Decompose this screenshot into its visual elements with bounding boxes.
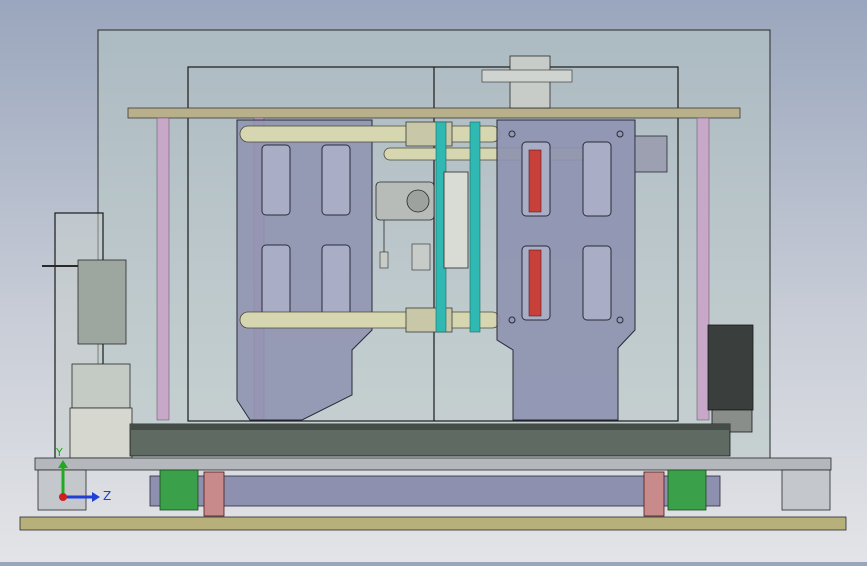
clamp-left [203, 471, 225, 517]
red-slot-upper [528, 149, 542, 213]
center-housing [443, 171, 469, 269]
window-right-2 [582, 141, 612, 217]
triad-z-label: Z [103, 489, 111, 503]
window-right-4 [582, 245, 612, 321]
pillar-right [696, 117, 710, 421]
left-motor-base [69, 407, 133, 459]
bolt-2 [616, 130, 624, 138]
left-frame-plate [236, 119, 373, 421]
window-left-4 [321, 244, 351, 316]
red-slot-lower [528, 249, 542, 317]
side-box [634, 135, 668, 173]
probe-left [379, 251, 389, 269]
left-motor [77, 259, 127, 345]
triad-x-axis [59, 493, 67, 501]
pillar-left [156, 117, 170, 421]
gearmotor-hub [406, 189, 430, 213]
triad-z-arrow [92, 492, 100, 502]
bearing-block-right [781, 469, 831, 511]
gear-rack-teeth [130, 424, 730, 430]
teal-column-right [469, 121, 481, 333]
coordinate-triad: Y Z [55, 446, 111, 503]
guide-block-left [159, 469, 199, 511]
base-plate [19, 516, 847, 531]
linear-rod [149, 475, 721, 507]
rail-upper [239, 125, 501, 143]
top-plate [127, 107, 741, 119]
window-left-1 [261, 144, 291, 216]
triad-y-arrow [58, 460, 68, 468]
bolt-4 [616, 316, 624, 324]
inner-frame [187, 66, 679, 422]
right-frame-plate [496, 119, 636, 421]
probe-right [411, 243, 431, 271]
bolt-1 [508, 130, 516, 138]
guide-block-right [667, 469, 707, 511]
right-motor [707, 324, 754, 411]
window-left-3 [261, 244, 291, 316]
bolt-3 [508, 316, 516, 324]
window-left-2 [321, 144, 351, 216]
left-motor-gearbox [71, 363, 131, 409]
clamp-right [643, 471, 665, 517]
base-frame [34, 457, 832, 471]
triad-y-label: Y [55, 446, 63, 459]
top-motor-bracket [481, 69, 573, 83]
rail-lower [239, 311, 501, 329]
